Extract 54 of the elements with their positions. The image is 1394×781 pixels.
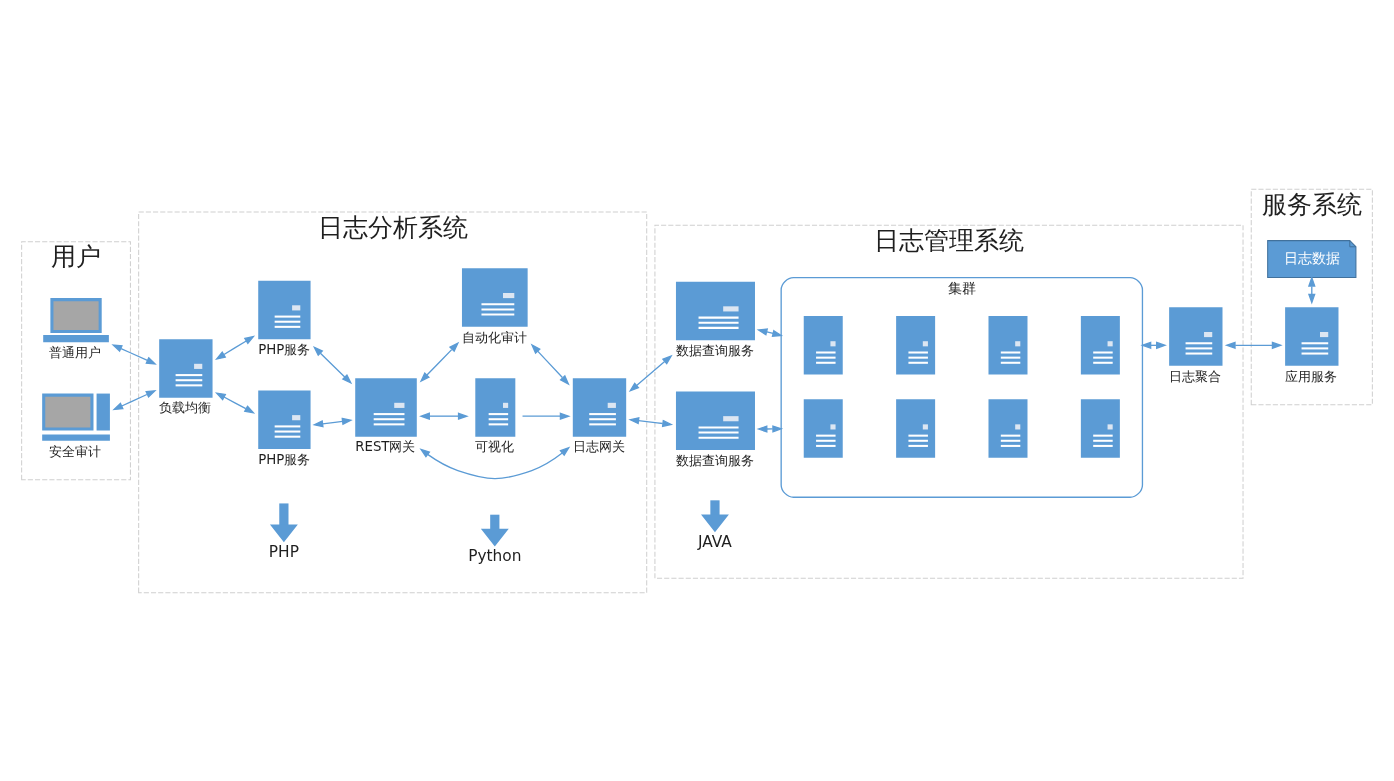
node-label: 自动化审计 bbox=[461, 329, 527, 345]
arrow bbox=[215, 335, 256, 360]
arrow bbox=[756, 424, 784, 433]
node-box bbox=[1080, 398, 1120, 458]
node-box bbox=[258, 390, 311, 449]
node-text: PHP bbox=[268, 542, 299, 561]
node-box bbox=[803, 398, 843, 458]
node-text: Python bbox=[468, 546, 522, 565]
arrow bbox=[419, 445, 571, 479]
node-label: 数据查询服务 bbox=[675, 452, 754, 468]
node-box bbox=[896, 398, 936, 458]
node-label: PHP服务 bbox=[258, 341, 311, 357]
node-label: PHP服务 bbox=[258, 451, 311, 467]
arrow bbox=[269, 502, 298, 542]
arrow bbox=[214, 391, 256, 414]
arrow bbox=[112, 389, 157, 410]
node-box bbox=[675, 391, 755, 450]
arrow bbox=[530, 343, 570, 385]
cluster: 集群 bbox=[780, 276, 1144, 498]
arrow bbox=[312, 345, 353, 384]
node-box bbox=[1080, 315, 1120, 375]
node-box bbox=[988, 315, 1028, 375]
arrow bbox=[419, 411, 469, 420]
node-label: 日志网关 bbox=[572, 438, 625, 454]
node-label: 数据查询服务 bbox=[675, 342, 754, 358]
arrow bbox=[1224, 341, 1283, 349]
arrow bbox=[628, 354, 673, 392]
node-box bbox=[258, 280, 311, 339]
arrow bbox=[701, 499, 729, 532]
node-box bbox=[675, 281, 755, 340]
node-label: 日志聚合 bbox=[1169, 368, 1222, 384]
arrow bbox=[312, 417, 353, 428]
node-box bbox=[355, 377, 417, 437]
node-label: 可视化 bbox=[475, 438, 515, 454]
arrow bbox=[521, 411, 571, 420]
node-box bbox=[1169, 306, 1223, 366]
node-box bbox=[1285, 306, 1339, 366]
node-label: 安全审计 bbox=[49, 443, 102, 459]
node-label: 应用服务 bbox=[1285, 368, 1338, 384]
node-label: 普通用户 bbox=[49, 344, 102, 360]
node-box bbox=[159, 338, 213, 398]
node-box bbox=[475, 377, 516, 437]
node-box bbox=[803, 315, 843, 375]
arrow bbox=[480, 514, 509, 547]
arrow bbox=[628, 416, 674, 427]
arrow bbox=[419, 341, 460, 383]
arrow bbox=[111, 343, 157, 365]
node-label: REST网关 bbox=[355, 438, 416, 454]
node-box bbox=[461, 267, 528, 327]
node-box bbox=[896, 315, 936, 375]
node-text: JAVA bbox=[698, 532, 732, 551]
node-box bbox=[572, 377, 627, 437]
node-label: 负载均衡 bbox=[159, 399, 212, 415]
node-box bbox=[988, 398, 1028, 458]
